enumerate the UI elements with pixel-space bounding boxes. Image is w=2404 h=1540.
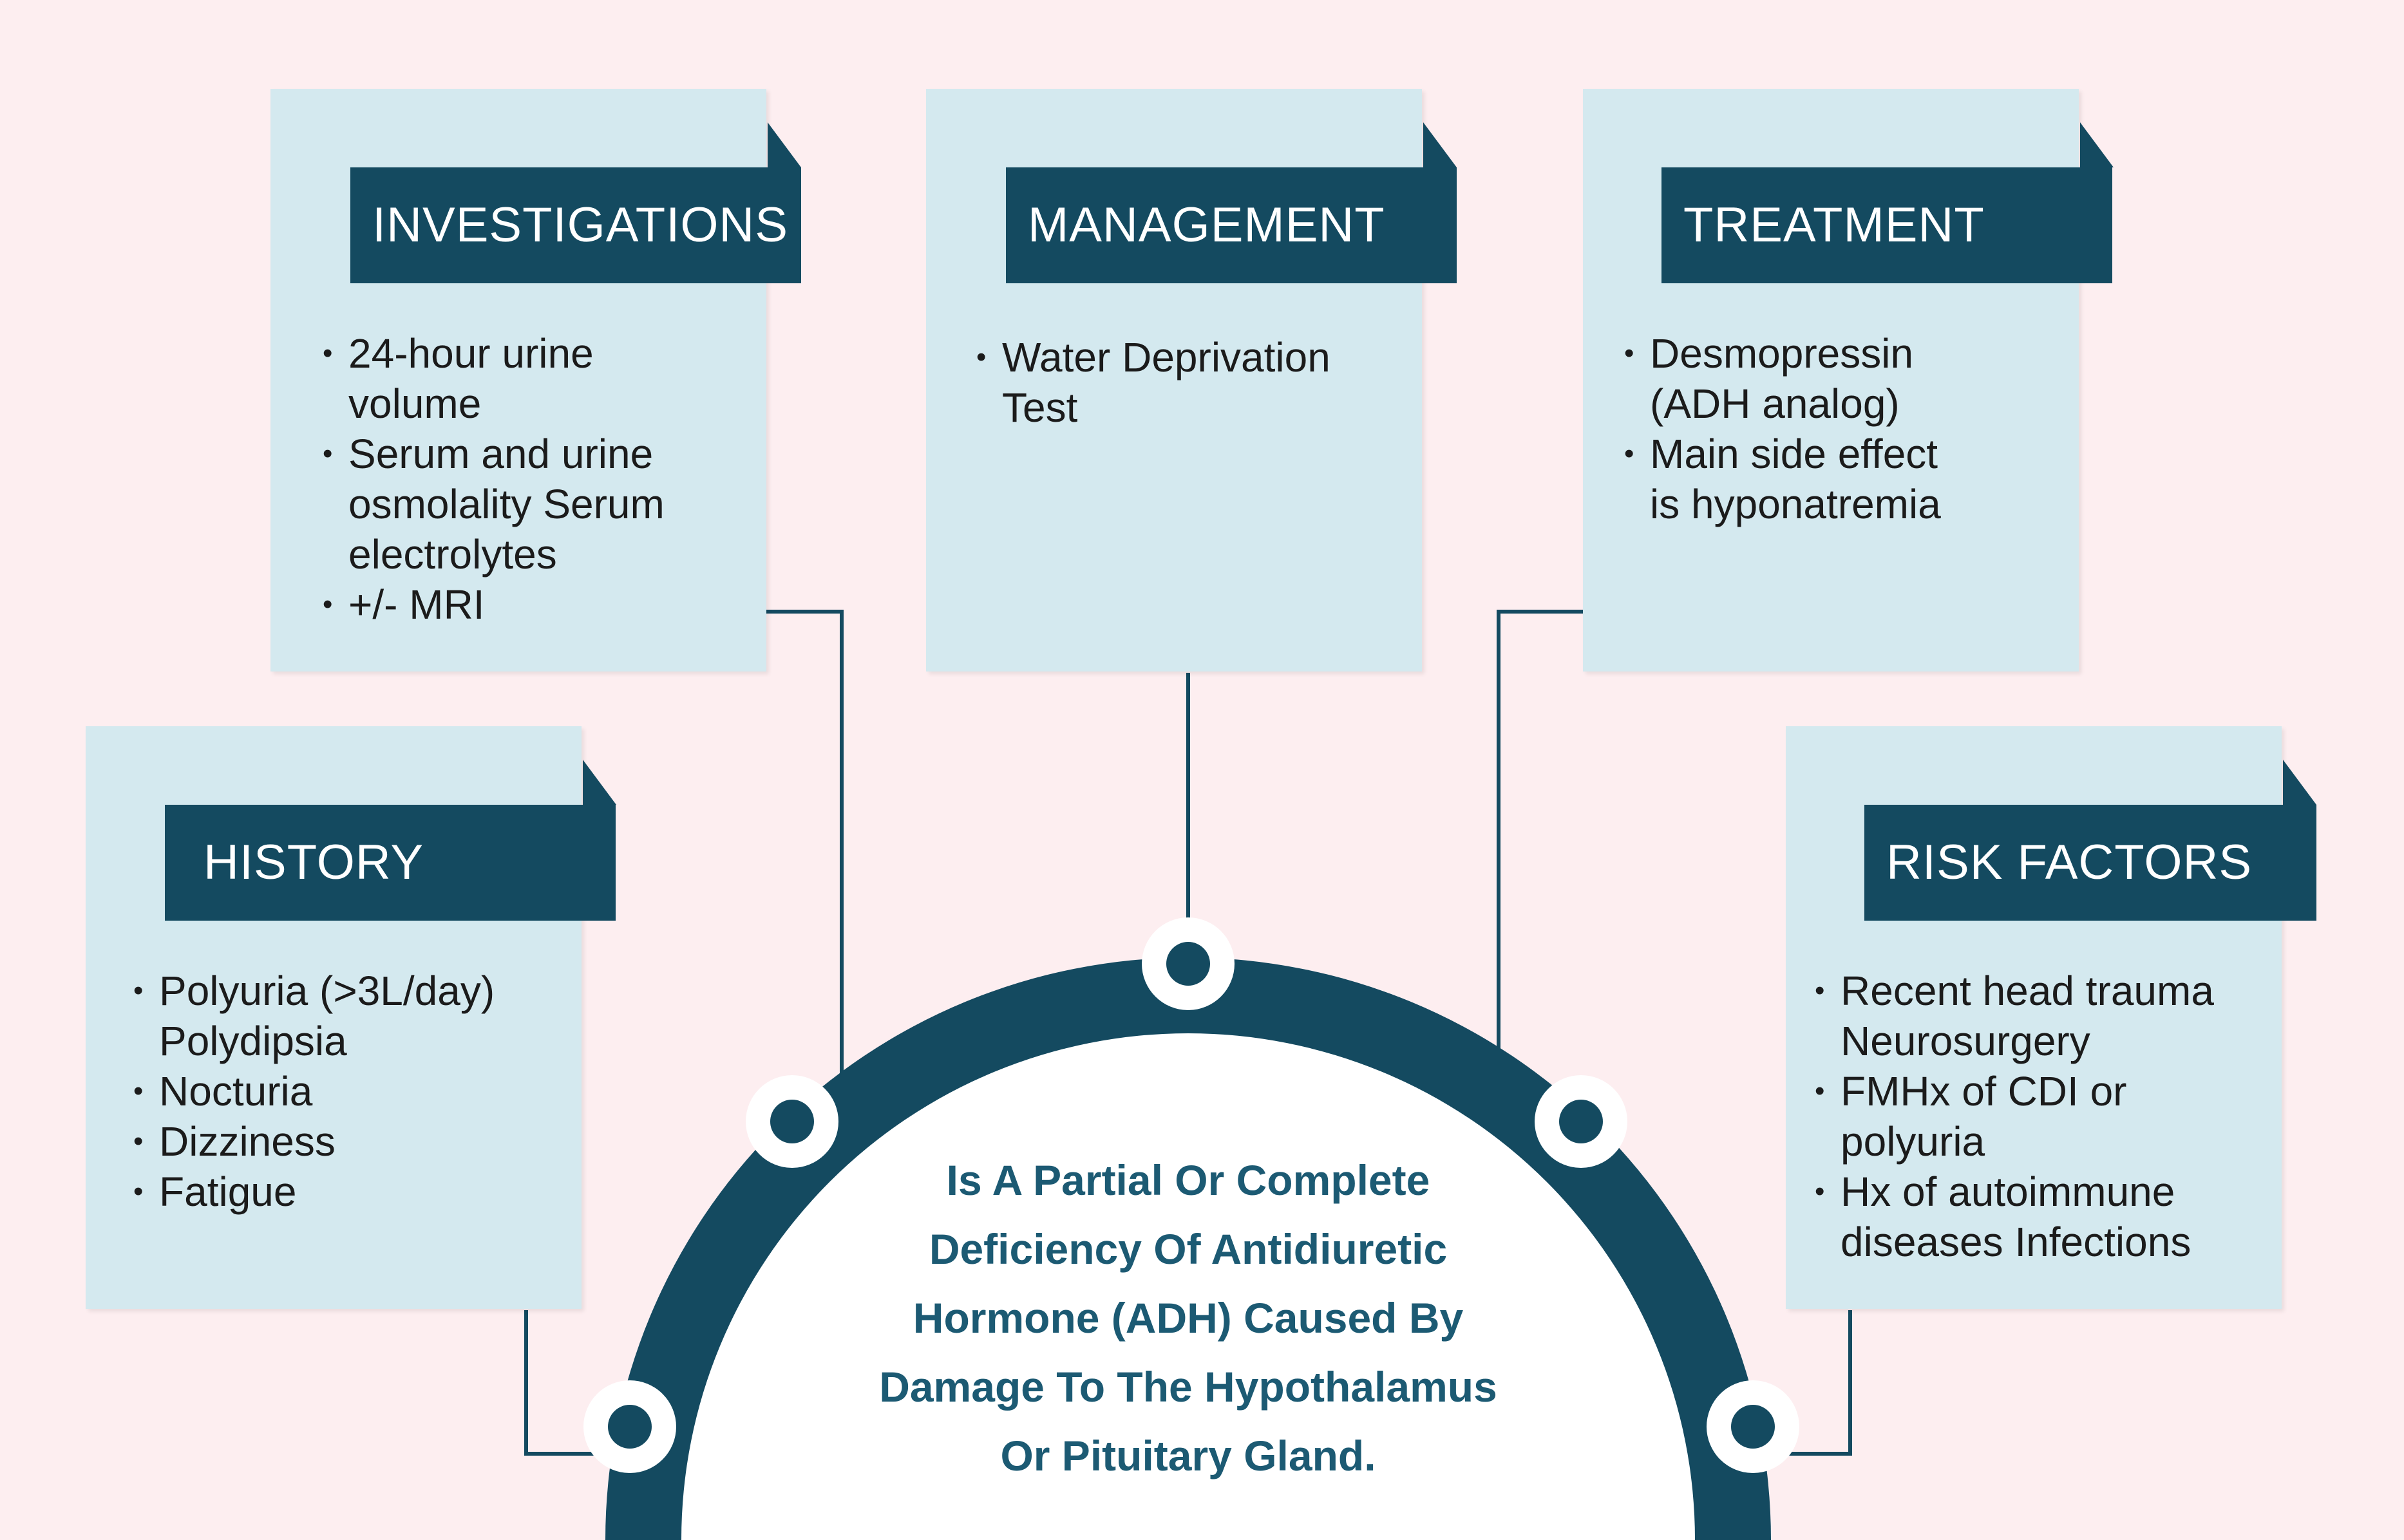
center-line: Is A Partial Or Complete (946, 1156, 1430, 1204)
history-fold (583, 760, 616, 805)
node-lower-left-icon (583, 1380, 676, 1473)
investigations-fold (768, 122, 801, 167)
center-line: Hormone (ADH) Caused By (913, 1294, 1464, 1342)
center-definition: Is A Partial Or Complete Deficiency Of A… (760, 1146, 1616, 1490)
list-item: +/- MRI (323, 579, 665, 630)
management-fold (1423, 122, 1457, 167)
center-disc (681, 1033, 1695, 1540)
connector-history (524, 1310, 609, 1456)
node-upper-right-icon (1535, 1075, 1627, 1168)
investigations-title: INVESTIGATIONS (350, 167, 801, 283)
treatment-fold (2080, 122, 2114, 167)
node-top-icon (1142, 917, 1235, 1010)
list-item: Desmopressin(ADH analog) (1624, 328, 1941, 429)
treatment-list: Desmopressin(ADH analog) Main side effec… (1624, 328, 1941, 529)
node-upper-left-icon (746, 1075, 838, 1168)
connector-treatment (1497, 610, 1583, 1101)
list-item: Nocturia (133, 1066, 495, 1116)
list-item: Fatigue (133, 1167, 495, 1217)
management-title: MANAGEMENT (1006, 167, 1457, 283)
connector-risk-factors (1771, 1310, 1852, 1456)
treatment-title: TREATMENT (1661, 167, 2112, 283)
center-line: Or Pituitary Gland. (1000, 1432, 1376, 1479)
history-list: Polyuria (>3L/day)Polydipsia Nocturia Di… (133, 966, 495, 1217)
risk-factors-title: RISK FACTORS (1864, 805, 2316, 921)
list-item: Polyuria (>3L/day)Polydipsia (133, 966, 495, 1066)
node-lower-right-icon (1707, 1380, 1799, 1473)
center-line: Damage To The Hypothalamus (879, 1363, 1497, 1411)
risk-factors-fold (2283, 760, 2316, 805)
list-item: Dizziness (133, 1116, 495, 1167)
center-line: Deficiency Of Antidiuretic (929, 1225, 1448, 1273)
connector-investigations (766, 610, 844, 1101)
history-title: HISTORY (165, 805, 616, 921)
